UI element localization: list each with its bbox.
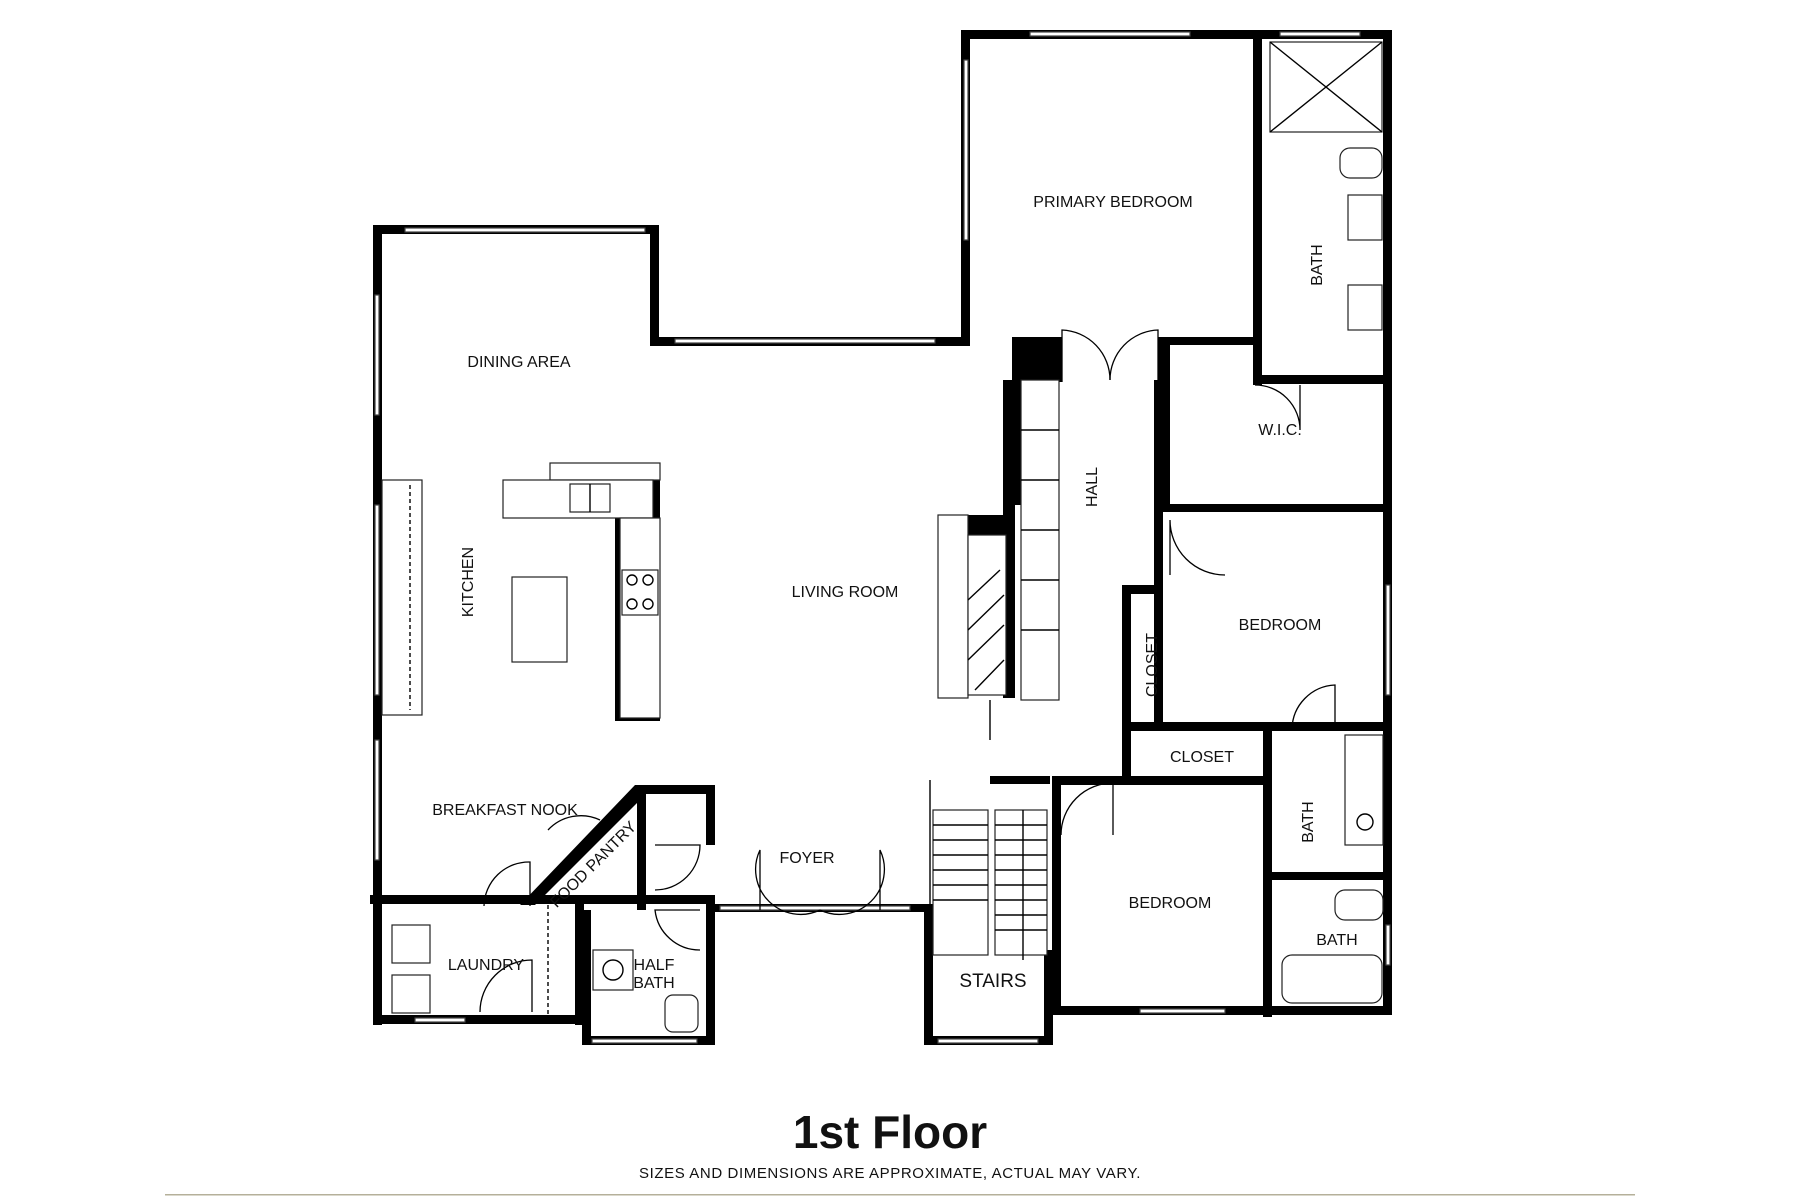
label-bedroom-3: BEDROOM (1129, 895, 1212, 912)
label-breakfast-nook: BREAKFAST NOOK (432, 802, 578, 819)
doors (479, 329, 1336, 1013)
label-wic: W.I.C. (1258, 422, 1302, 439)
footer: 1st Floor SIZES AND DIMENSIONS ARE APPRO… (165, 1106, 1635, 1196)
disclaimer-text: SIZES AND DIMENSIONS ARE APPROXIMATE, AC… (639, 1165, 1141, 1182)
label-bath-3: BATH (1316, 932, 1357, 949)
label-stairs: STAIRS (959, 971, 1026, 992)
label-kitchen: KITCHEN (460, 547, 477, 617)
label-half-bath-1: HALF (634, 957, 675, 974)
floor-title: 1st Floor (793, 1106, 987, 1158)
label-living-room: LIVING ROOM (792, 584, 899, 601)
label-bath-2: BATH (1300, 801, 1317, 842)
label-laundry: LAUNDRY (448, 957, 525, 974)
label-closet-3: CLOSET (1170, 749, 1234, 766)
room-labels: PRIMARY BEDROOM BATH DINING AREA KITCHEN… (432, 194, 1358, 992)
label-closet-2: CLOSET (1144, 633, 1161, 697)
label-hall: HALL (1084, 467, 1101, 507)
living-room-fixtures (937, 379, 1060, 740)
label-primary-bath: BATH (1309, 244, 1326, 285)
footer-rule (165, 1194, 1635, 1196)
label-half-bath-2: BATH (633, 975, 674, 992)
interior-walls (370, 30, 1392, 1025)
label-bedroom-2: BEDROOM (1239, 617, 1322, 634)
label-foyer: FOYER (779, 850, 834, 867)
bath-fixtures (592, 41, 1384, 1033)
label-primary-bedroom: PRIMARY BEDROOM (1033, 194, 1192, 211)
exterior-walls (373, 30, 1392, 1045)
stairs-fixture (929, 780, 1048, 960)
label-dining-area: DINING AREA (467, 354, 570, 371)
laundry-fixtures (391, 905, 549, 1015)
windows (374, 31, 1391, 1044)
kitchen-fixtures (381, 462, 661, 719)
